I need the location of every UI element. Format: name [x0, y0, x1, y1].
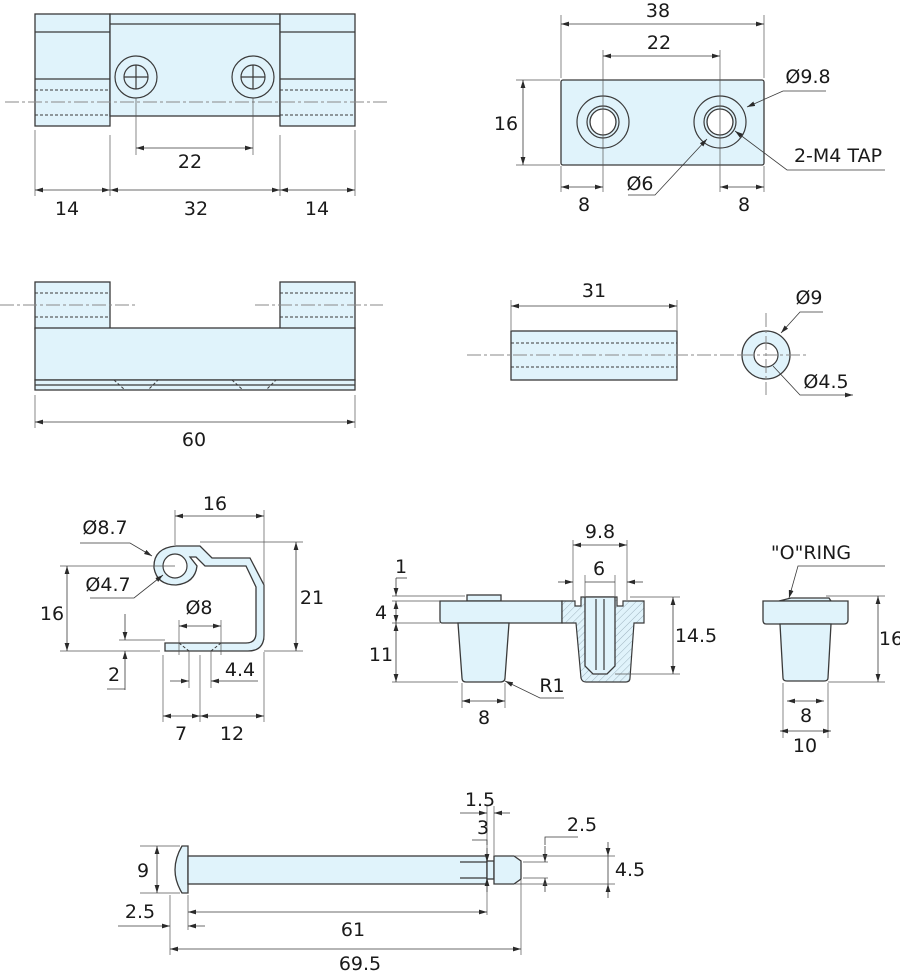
pin-head	[174, 845, 189, 894]
bushing-section-view: 1 4 11 8 R1 9.8 6 14.5	[369, 521, 717, 729]
dim-height: 16	[494, 113, 518, 135]
dim-outer: Ø9	[795, 287, 822, 309]
dim-hole: Ø6	[626, 173, 653, 195]
dim-eye-height: 16	[40, 603, 64, 625]
dim-diameter: 4.5	[615, 859, 645, 881]
hinge-front-view: 22 14 32 14	[5, 13, 390, 220]
dim-shank: 61	[341, 919, 365, 941]
dim-left-edge: 8	[578, 194, 590, 216]
dim-length: 60	[182, 429, 206, 451]
dim-width: 38	[646, 0, 670, 22]
pin-shank	[187, 855, 488, 885]
dim-depth: 14.5	[675, 625, 717, 647]
dim-width: 16	[203, 493, 227, 515]
dim-radius: R1	[539, 675, 564, 697]
tapered-body	[457, 622, 510, 683]
left-knuckle	[34, 13, 111, 127]
dim-eye-outer: Ø8.7	[82, 517, 127, 539]
dim-bottom: 8	[800, 705, 812, 727]
dim-bottom: 8	[478, 707, 490, 729]
dim-groove-dia: 3	[477, 817, 489, 839]
plate-top-view: 38 22 16 8 8 Ø9.8 Ø6 2-M4 TAP	[494, 0, 885, 216]
dim-oring: "O"RING	[771, 542, 851, 564]
dim-right-edge: 8	[738, 194, 750, 216]
dim-height: 16	[879, 628, 900, 650]
dim-inner: Ø4.5	[803, 371, 848, 393]
right-knuckle	[279, 13, 356, 127]
dim-center: 32	[184, 198, 208, 220]
dim-hole: 4.4	[225, 659, 255, 681]
dim-left-knuckle: 14	[55, 198, 79, 220]
dim-left: 7	[175, 723, 187, 745]
dim-top: 10	[793, 735, 817, 757]
dim-overall: 69.5	[339, 953, 381, 974]
bushing-oring-view: "O"RING 16 8 10	[762, 542, 900, 757]
flange	[439, 600, 563, 624]
dim-groove: 1.5	[465, 789, 495, 811]
dim-outer: 9.8	[585, 521, 615, 543]
dim-tip: 2.5	[567, 814, 597, 836]
sleeve-view: 31 Ø9 Ø4.5	[467, 280, 853, 398]
dim-flange: 4	[375, 602, 387, 624]
dim-head: 9	[137, 860, 149, 882]
dim-pitch: 22	[178, 151, 202, 173]
dim-right: 12	[220, 723, 244, 745]
dim-body: 11	[369, 644, 393, 666]
dim-pitch: 22	[647, 32, 671, 54]
hinge-base	[34, 327, 356, 381]
plate-body	[560, 79, 765, 166]
hinge-side-view: 60	[0, 281, 383, 451]
dim-right-knuckle: 14	[305, 198, 329, 220]
dim-eye-inner: Ø4.7	[85, 574, 130, 596]
dim-countersink: Ø8	[185, 597, 212, 619]
dim-height: 21	[300, 587, 324, 609]
dim-counterbore: Ø9.8	[785, 66, 830, 88]
dim-bore: 6	[593, 558, 605, 580]
hook-view: 16 21 Ø8.7 Ø4.7 16 2 Ø8 4.4 7 12	[40, 493, 324, 745]
dim-thickness: 2	[108, 664, 120, 686]
dim-length: 31	[582, 280, 606, 302]
dim-tap: 2-M4 TAP	[794, 145, 882, 167]
pin-view: 9 2.5 61 69.5 1.5 3 2.5 4.5	[118, 789, 645, 974]
dim-flange-step: 1	[395, 556, 407, 578]
dim-head-thickness: 2.5	[125, 901, 155, 923]
